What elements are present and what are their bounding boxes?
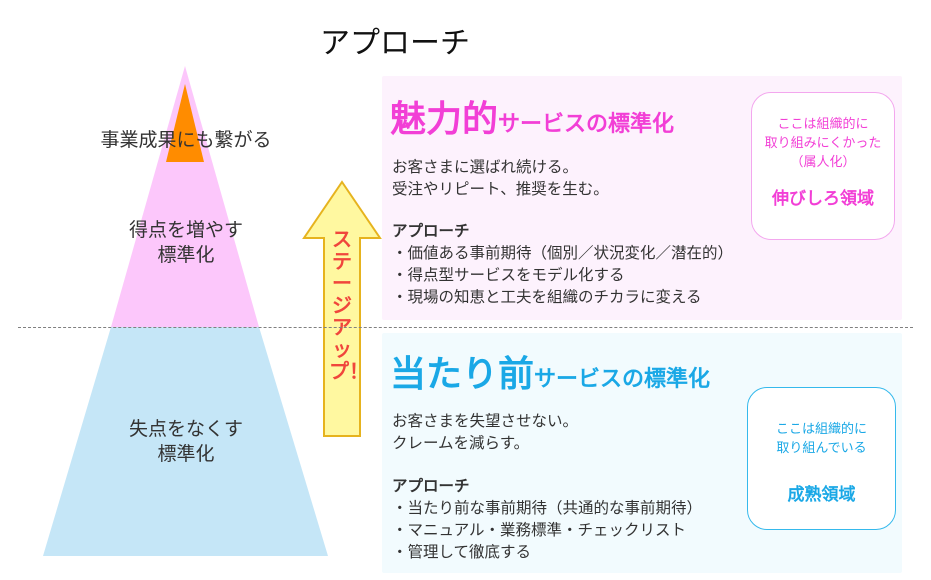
mature-box-title: 成熟領域 [787, 485, 856, 505]
growth-box-line1: ここは組織的に [777, 117, 869, 132]
basic-desc-line2: クレームを減らす。 [392, 434, 530, 452]
attractive-description: お客さまに選ばれ続ける。 受注やリピート、推奨を生む。 [392, 156, 609, 200]
stage-up-arrow [302, 180, 382, 437]
attractive-approach: アプローチ ・価値ある事前期待（個別／状況変化／潜在的） ・得点型サービスをモデ… [392, 220, 733, 308]
attractive-approach-title: アプローチ [392, 222, 470, 240]
attractive-heading-big: 魅力的 [390, 99, 499, 140]
basic-approach-title: アプローチ [392, 477, 470, 495]
basic-heading: 当たり前サービスの標準化 [390, 345, 710, 397]
pyramid-bottom-label-line1: 失点をなくす [128, 418, 243, 440]
attractive-heading: 魅力的サービスの標準化 [390, 90, 674, 142]
pyramid-orange-tip [166, 84, 204, 162]
pyramid-blue-section [43, 327, 328, 556]
growth-box-line2: 取り組みにくかった [764, 136, 882, 151]
basic-heading-small: サービスの標準化 [534, 367, 711, 392]
attractive-bullet: ・得点型サービスをモデル化する [392, 266, 625, 284]
pyramid-middle-label-line2: 標準化 [157, 244, 215, 266]
pyramid-diagram [43, 66, 328, 556]
basic-bullet: ・マニュアル・業務標準・チェックリスト [392, 521, 687, 539]
attractive-desc-line1: お客さまに選ばれ続ける。 [392, 158, 579, 176]
pyramid-middle-label-line1: 得点を増やす [128, 219, 243, 241]
basic-desc-line1: お客さまを失望させない。 [392, 412, 579, 430]
pyramid-bottom-label-line2: 標準化 [157, 443, 215, 465]
attractive-desc-line2: 受注やリピート、推奨を生む。 [392, 180, 609, 198]
pyramid-middle-label: 得点を増やす 標準化 [86, 218, 286, 268]
growth-area-box: ここは組織的に 取り組みにくかった （属人化） 伸びしろ領域 [751, 92, 895, 240]
dashed-divider [18, 327, 913, 328]
mature-box-line2: 取り組んでいる [776, 441, 867, 456]
page-title: アプローチ [320, 26, 470, 61]
pyramid-bottom-label: 失点をなくす 標準化 [86, 417, 286, 467]
basic-approach: アプローチ ・当たり前な事前期待（共通的な事前期待） ・マニュアル・業務標準・チ… [392, 475, 702, 563]
basic-bullet: ・管理して徹底する [392, 543, 532, 561]
attractive-heading-small: サービスの標準化 [498, 112, 675, 137]
pyramid-top-label: 事業成果にも繋がる [100, 129, 272, 151]
stage-up-label: ステージアップ！ [329, 227, 369, 383]
basic-heading-big: 当たり前 [390, 354, 535, 395]
mature-area-box: ここは組織的に 取り組んでいる 成熟領域 [747, 387, 896, 530]
basic-description: お客さまを失望させない。 クレームを減らす。 [392, 410, 578, 454]
mature-box-line1: ここは組織的に [775, 422, 867, 437]
pyramid-pink-section [111, 66, 259, 327]
arrow-shape [302, 180, 382, 437]
basic-bullet: ・当たり前な事前期待（共通的な事前期待） [392, 499, 703, 517]
attractive-bullet: ・価値ある事前期待（個別／状況変化／潜在的） [392, 244, 734, 262]
growth-box-line3: （属人化） [790, 155, 856, 170]
growth-box-title: 伸びしろ領域 [772, 189, 874, 209]
attractive-bullet: ・現場の知恵と工夫を組織のチカラに変える [392, 288, 702, 306]
